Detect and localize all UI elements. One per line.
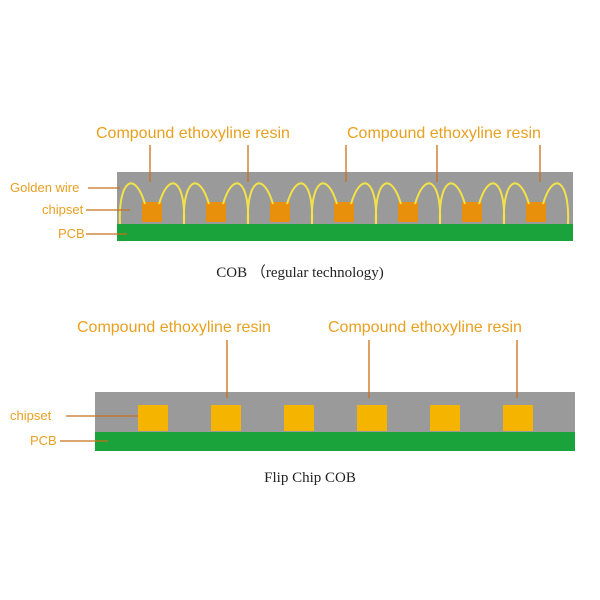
golden-wire [502, 182, 530, 225]
pcb-layer [117, 224, 573, 241]
resin-leader-lines [149, 145, 541, 182]
chip [142, 202, 162, 222]
chip [526, 202, 546, 222]
resin-label-left: Compound ethoxyline resin [96, 125, 290, 142]
pcb-label: PCB [58, 226, 85, 241]
chip-group [142, 202, 546, 222]
side-leader-lines [60, 415, 138, 442]
chip [138, 405, 168, 431]
caption-cob-regular: COB （regular technology) [216, 264, 383, 281]
chip [206, 202, 226, 222]
flip-chip-cob-diagram: Compound ethoxyline resin Compound ethox… [10, 319, 575, 486]
caption-flip-chip-cob: Flip Chip COB [264, 470, 356, 486]
golden-wire-group [118, 182, 570, 225]
chipset-label: chipset [10, 408, 52, 423]
golden-wire [438, 182, 466, 225]
chip [462, 202, 482, 222]
chip-group [138, 405, 533, 431]
chip [430, 405, 460, 431]
golden-wire [374, 182, 402, 225]
golden-wire-label: Golden wire [10, 180, 79, 195]
golden-wire [118, 182, 146, 225]
resin-label-left: Compound ethoxyline resin [77, 319, 271, 336]
chip [357, 405, 387, 431]
resin-label-right: Compound ethoxyline resin [328, 319, 522, 336]
resin-label-right: Compound ethoxyline resin [347, 125, 541, 142]
chip [211, 405, 241, 431]
chip [284, 405, 314, 431]
chip [334, 202, 354, 222]
chip [270, 202, 290, 222]
pcb-layer [95, 432, 575, 451]
golden-wire [246, 182, 274, 225]
chip [398, 202, 418, 222]
golden-wire [310, 182, 338, 225]
golden-wire [542, 182, 570, 225]
cob-regular-diagram: Compound ethoxyline resin Compound ethox… [10, 125, 573, 281]
golden-wire [182, 182, 210, 225]
resin-layer [95, 392, 575, 432]
resin-leader-lines [226, 340, 518, 398]
pcb-label: PCB [30, 433, 57, 448]
chipset-label: chipset [42, 202, 84, 217]
side-leader-lines [86, 187, 130, 235]
chip [503, 405, 533, 431]
